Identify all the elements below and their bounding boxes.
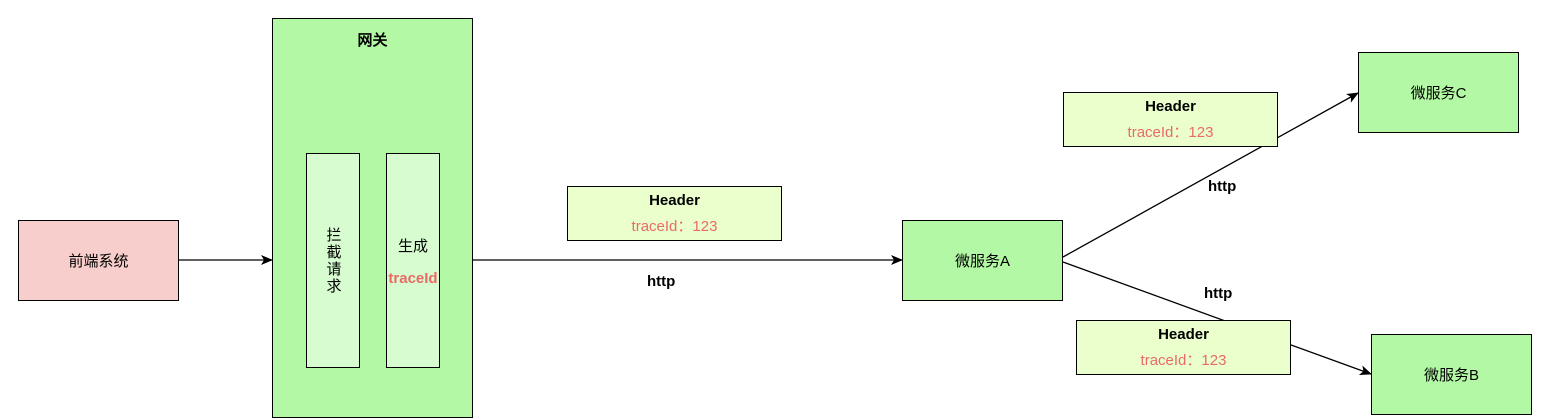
edge-service-a-to-service-b xyxy=(1062,261,1372,375)
header-title: Header xyxy=(1145,97,1196,115)
gateway-title: 网关 xyxy=(357,32,388,49)
header-traceid-value: traceId：123 xyxy=(1127,123,1214,141)
header-title: Header xyxy=(1158,325,1209,343)
intercept-request-node: 拦截请求 xyxy=(306,153,360,368)
header-box-main: Header traceId：123 xyxy=(567,186,782,241)
intercept-request-label: 拦截请求 xyxy=(324,226,342,295)
generate-traceid-node: 生成 traceId xyxy=(386,153,440,368)
service-a-node: 微服务A xyxy=(902,220,1063,301)
service-c-label: 微服务C xyxy=(1410,85,1467,102)
header-title: Header xyxy=(649,191,700,209)
edge-label-a-to-c: http xyxy=(1208,178,1237,195)
frontend-system-node: 前端系统 xyxy=(18,220,179,301)
header-box-to-b: Header traceId：123 xyxy=(1076,320,1291,375)
edge-label-gateway-to-a: http xyxy=(647,273,676,290)
header-traceid-value: traceId：123 xyxy=(1140,351,1227,369)
diagram-canvas: 前端系统 网关 拦截请求 生成 traceId Header traceId：1… xyxy=(18,18,1532,418)
edge-label-a-to-b: http xyxy=(1204,285,1233,302)
traceid-label: traceId xyxy=(388,269,438,287)
header-box-to-c: Header traceId：123 xyxy=(1063,92,1278,147)
service-c-node: 微服务C xyxy=(1358,52,1519,133)
service-b-node: 微服务B xyxy=(1371,334,1532,415)
service-a-label: 微服务A xyxy=(954,253,1010,270)
frontend-system-label: 前端系统 xyxy=(68,253,129,270)
connector-layer xyxy=(179,92,1372,375)
edge-service-a-to-service-c xyxy=(1062,92,1359,258)
header-traceid-value: traceId：123 xyxy=(631,217,718,235)
generate-label: 生成 xyxy=(397,237,428,255)
gateway-container: 网关 xyxy=(272,18,473,418)
service-b-label: 微服务B xyxy=(1423,367,1479,384)
